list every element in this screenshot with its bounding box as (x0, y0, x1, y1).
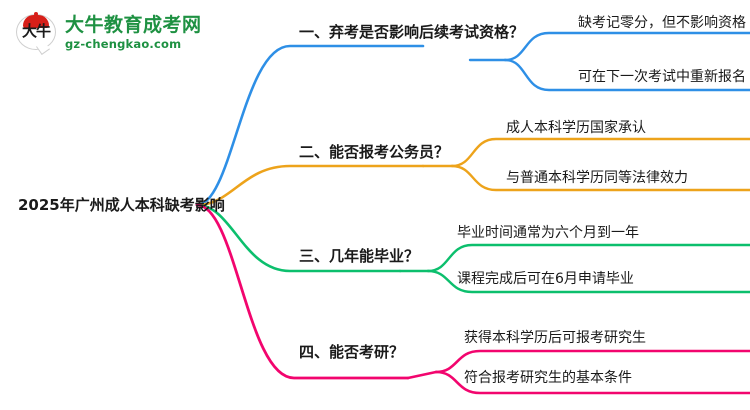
branch-1-spine (195, 44, 425, 207)
branch-node-3-label[interactable]: 三、几年能毕业？ (299, 247, 420, 265)
branch-node-2-label[interactable]: 二、能否报考公务员？ (299, 143, 450, 161)
logo-title: 大牛教育成考网 (65, 13, 202, 36)
logo-wordmark: 大牛教育成考网 gz-chengkao.com (65, 13, 202, 51)
branch-2-fork-upper (450, 137, 750, 168)
branch-4-fork-stem (406, 370, 438, 380)
branch-node-4-label[interactable]: 四、能否考研？ (299, 343, 405, 361)
leaf-node-3-2-label[interactable]: 课程完成后可在6月申请毕业 (457, 271, 634, 287)
leaf-node-2-1-label[interactable]: 成人本科学历国家承认 (506, 120, 646, 136)
logo-mark-text: 大牛 (21, 22, 51, 40)
leaf-node-1-2-label[interactable]: 可在下一次考试中重新报名 (578, 69, 746, 85)
leaf-node-1-1-label[interactable]: 缺考记零分，但不影响资格 (578, 15, 746, 31)
logo-bubble-icon: 大牛 (14, 12, 58, 55)
root-node-label[interactable]: 2025年广州成人本科缺考影响 (18, 196, 225, 214)
branch-node-1-label[interactable]: 一、弃考是否影响后续考试资格？ (299, 23, 525, 41)
leaf-node-3-1-label[interactable]: 毕业时间通常为六个月到一年 (457, 225, 639, 241)
branch-2-spine (195, 164, 425, 207)
leaf-node-2-2-label[interactable]: 与普通本科学历同等法律效力 (506, 170, 688, 186)
leaf-node-4-1-label[interactable]: 获得本科学历后可报考研究生 (464, 330, 646, 346)
logo-subtitle: gz-chengkao.com (65, 36, 182, 51)
site-logo: 大牛 大牛教育成考网 gz-chengkao.com (14, 9, 244, 57)
leaf-node-4-2-label[interactable]: 符合报考研究生的基本条件 (464, 370, 632, 386)
branch-1-fork (503, 31, 750, 62)
red-cap-shape (23, 12, 49, 28)
